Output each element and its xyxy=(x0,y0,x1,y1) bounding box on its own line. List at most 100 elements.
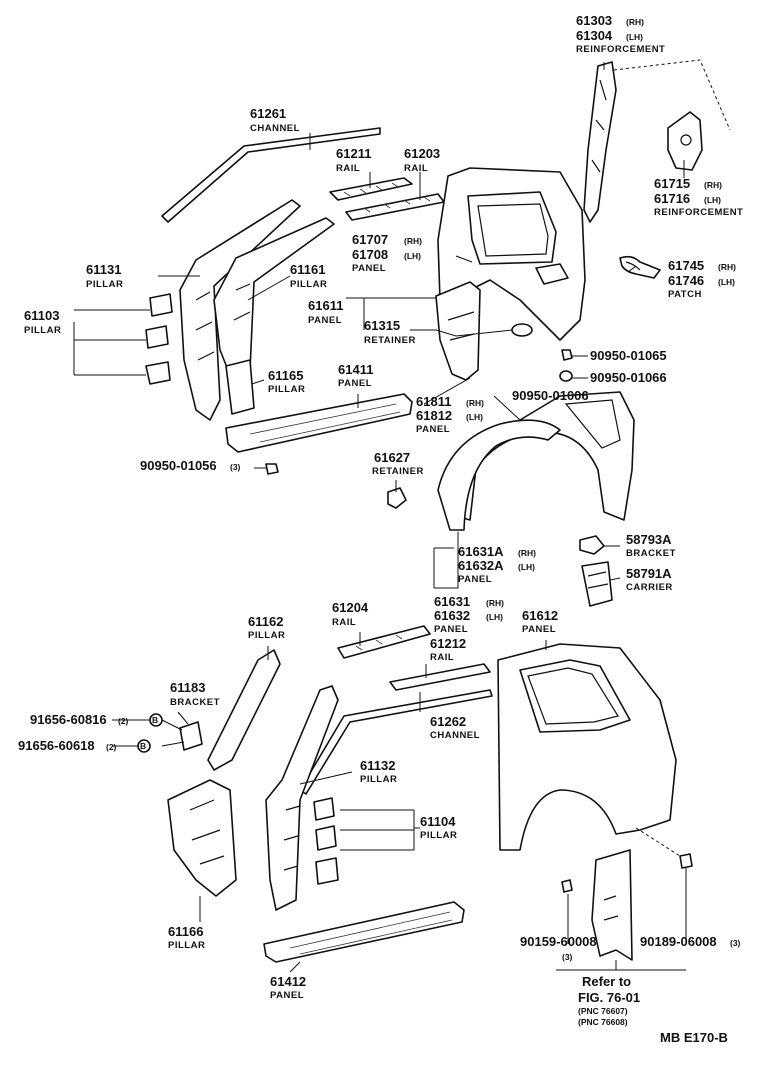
label-61304: 61304 (LH) REINFORCEMENT xyxy=(576,28,665,55)
label-61715: 61715 (RH) xyxy=(654,176,722,191)
footer-code: MB E170-B xyxy=(660,1030,728,1045)
part-61183-bracket xyxy=(179,721,203,751)
svg-text:(3): (3) xyxy=(230,462,241,472)
label-61161: 61161 PILLAR xyxy=(290,262,327,290)
label-61812: 61812 (LH) PANEL xyxy=(416,408,483,435)
part-61104-pillar xyxy=(313,797,339,885)
part-61204-rail xyxy=(337,625,431,659)
label-61707: 61707 (RH) xyxy=(352,232,422,247)
svg-text:(RH): (RH) xyxy=(704,180,722,190)
svg-text:PANEL: PANEL xyxy=(458,574,492,585)
label-61204: 61204 RAIL xyxy=(332,600,369,628)
svg-text:58793A: 58793A xyxy=(626,532,672,547)
refer-note: Refer to FIG. 76-01 (PNC 76607) (PNC 766… xyxy=(578,974,640,1027)
label-61411: 61411 PANEL xyxy=(338,362,373,389)
part-61715-reinforcement xyxy=(667,111,703,171)
part-61131-pillar xyxy=(179,199,301,421)
svg-text:(LH): (LH) xyxy=(404,251,421,261)
part-61611-panel xyxy=(435,281,533,381)
svg-text:61315: 61315 xyxy=(364,318,400,333)
svg-text:(3): (3) xyxy=(562,952,573,962)
svg-text:REINFORCEMENT: REINFORCEMENT xyxy=(654,207,743,218)
nut-90950-01056 xyxy=(265,463,279,475)
part-61303-reinforcement xyxy=(583,59,731,223)
svg-text:61631: 61631 xyxy=(434,594,470,609)
label-61716: 61716 (LH) REINFORCEMENT xyxy=(654,191,743,218)
label-61211: 61211 RAIL xyxy=(336,146,371,174)
label-58793a: 58793A BRACKET xyxy=(626,532,676,559)
svg-text:(LH): (LH) xyxy=(704,195,721,205)
label-61412: 61412 PANEL xyxy=(270,974,306,1001)
screw-90159-60008 xyxy=(561,879,573,893)
svg-text:(RH): (RH) xyxy=(466,398,484,408)
part-61745-patch xyxy=(619,255,661,279)
svg-text:PANEL: PANEL xyxy=(434,624,468,635)
svg-text:PILLAR: PILLAR xyxy=(86,279,123,290)
svg-text:61745: 61745 xyxy=(668,258,704,273)
svg-text:90950-01066: 90950-01066 xyxy=(590,370,667,385)
label-61611: 61611 PANEL xyxy=(308,298,343,326)
label-61746: 61746 (LH) PATCH xyxy=(668,273,735,300)
svg-text:61811: 61811 xyxy=(416,394,451,409)
svg-text:61611: 61611 xyxy=(308,298,343,313)
svg-text:61204: 61204 xyxy=(332,600,369,615)
svg-text:61411: 61411 xyxy=(338,362,373,377)
label-61612: 61612 PANEL xyxy=(522,608,558,635)
svg-text:REINFORCEMENT: REINFORCEMENT xyxy=(576,44,665,55)
svg-text:PILLAR: PILLAR xyxy=(248,630,285,641)
label-61632: 61632 (LH) PANEL xyxy=(434,608,503,635)
part-61612-panel xyxy=(497,643,677,851)
part-61261-channel xyxy=(161,127,381,223)
svg-text:61162: 61162 xyxy=(248,614,283,629)
svg-text:PILLAR: PILLAR xyxy=(168,940,205,951)
svg-text:(2): (2) xyxy=(118,716,129,726)
svg-text:90189-06008: 90189-06008 xyxy=(640,934,717,949)
svg-text:90159-60008: 90159-60008 xyxy=(520,934,597,949)
svg-text:58791A: 58791A xyxy=(626,566,672,581)
part-61411-panel xyxy=(225,393,413,453)
part-61631a-panel xyxy=(437,419,561,531)
label-61166: 61166 PILLAR xyxy=(168,924,205,951)
svg-text:91656-60816: 91656-60816 xyxy=(30,712,107,727)
svg-text:BRACKET: BRACKET xyxy=(626,548,676,559)
svg-text:61203: 61203 xyxy=(404,146,440,161)
svg-text:61183: 61183 xyxy=(170,680,205,695)
svg-text:RAIL: RAIL xyxy=(336,163,360,174)
svg-text:(LH): (LH) xyxy=(626,32,643,42)
svg-text:RETAINER: RETAINER xyxy=(364,335,416,346)
label-61631: 61631 (RH) xyxy=(434,594,504,609)
label-61632a: 61632A (LH) PANEL xyxy=(458,558,535,585)
svg-text:61166: 61166 xyxy=(168,924,203,939)
label-61183: 61183 BRACKET xyxy=(170,680,219,708)
label-90950-01066: 90950-01066 xyxy=(590,370,667,385)
svg-text:PANEL: PANEL xyxy=(416,424,450,435)
part-61412-panel xyxy=(263,901,465,963)
part-mudguard xyxy=(591,849,633,961)
svg-text:61303: 61303 xyxy=(576,13,612,28)
part-61211-rail xyxy=(329,177,413,201)
svg-text:CHANNEL: CHANNEL xyxy=(250,123,300,134)
label-61262: 61262 CHANNEL xyxy=(430,714,479,741)
svg-text:90950-01065: 90950-01065 xyxy=(590,348,667,363)
label-61212: 61212 RAIL xyxy=(430,636,466,663)
part-61161-pillar xyxy=(213,217,335,381)
svg-text:(LH): (LH) xyxy=(486,612,503,622)
svg-text:61716: 61716 xyxy=(654,191,690,206)
svg-text:PILLAR: PILLAR xyxy=(290,279,327,290)
label-61132: 61132 PILLAR xyxy=(360,758,397,785)
part-61103-pillar xyxy=(145,293,173,385)
bolt-marker-icon xyxy=(149,713,163,727)
label-61627: 61627 RETAINER xyxy=(372,450,423,477)
part-61627-retainer xyxy=(387,487,407,509)
svg-text:(RH): (RH) xyxy=(626,17,644,27)
label-61104: 61104 PILLAR xyxy=(420,814,457,841)
svg-text:61103: 61103 xyxy=(24,308,59,323)
svg-text:61632: 61632 xyxy=(434,608,470,623)
part-61262-channel xyxy=(299,689,493,795)
svg-text:RAIL: RAIL xyxy=(332,617,356,628)
svg-text:PANEL: PANEL xyxy=(352,263,386,274)
svg-text:61627: 61627 xyxy=(374,450,410,465)
svg-text:(RH): (RH) xyxy=(718,262,736,272)
svg-text:61104: 61104 xyxy=(420,814,456,829)
